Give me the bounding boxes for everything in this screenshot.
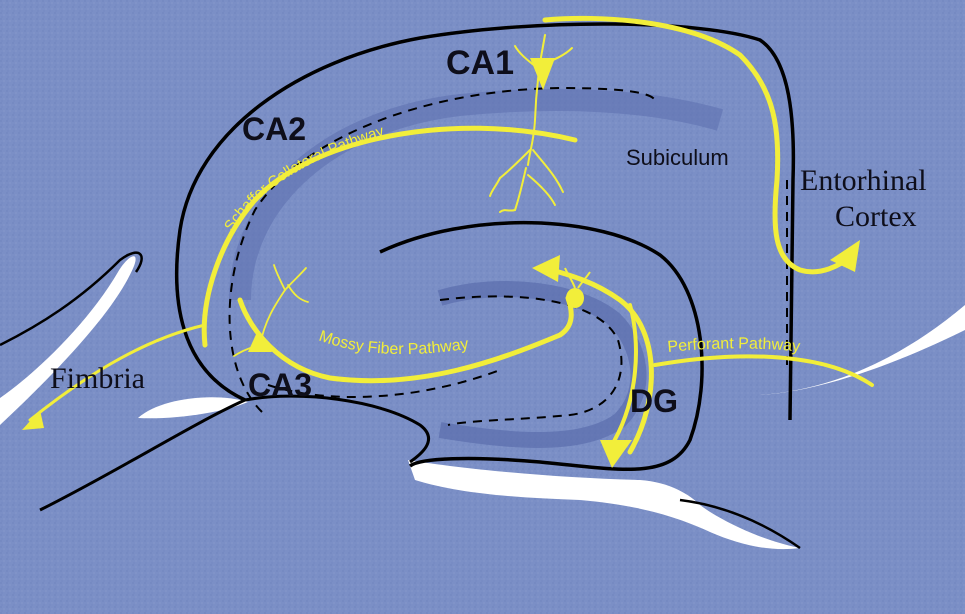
label-ca2: CA2 [242,111,306,147]
label-subiculum: Subiculum [626,145,729,170]
label-entorhinal-line2: Cortex [835,200,917,233]
label-ca1: CA1 [446,44,514,82]
label-ca3: CA3 [248,367,312,403]
label-fimbria: Fimbria [50,362,145,395]
label-entorhinal-line1: Entorhinal [800,164,927,197]
label-dg: DG [630,383,678,419]
